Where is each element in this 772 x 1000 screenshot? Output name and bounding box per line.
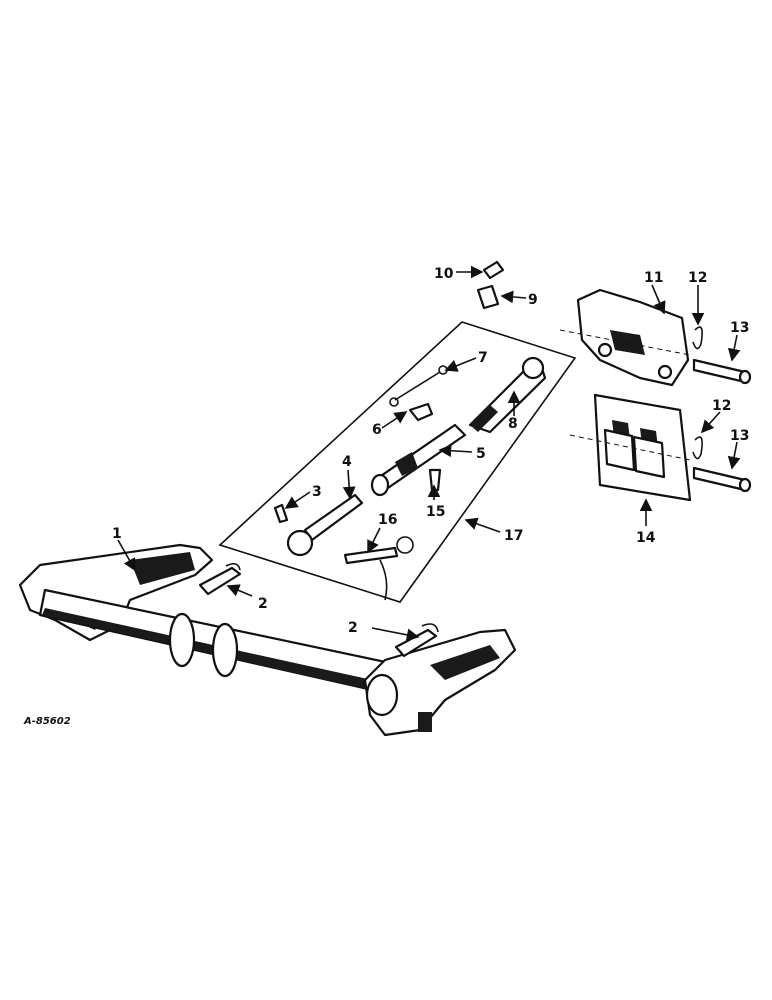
callout-7: 7 bbox=[478, 350, 488, 366]
callout-5: 5 bbox=[476, 446, 486, 462]
mounting-plate bbox=[569, 393, 692, 502]
lift-link bbox=[468, 356, 547, 434]
pin-lower bbox=[692, 466, 752, 493]
callout-4: 4 bbox=[342, 454, 352, 470]
callout-12-upper: 12 bbox=[688, 270, 707, 286]
cotter-pin-upper bbox=[692, 326, 703, 350]
clip bbox=[408, 402, 434, 422]
clamp bbox=[476, 284, 500, 310]
callout-11: 11 bbox=[644, 270, 663, 286]
clevis bbox=[482, 260, 505, 280]
callout-8: 8 bbox=[508, 416, 518, 432]
housing bbox=[370, 423, 467, 497]
callout-2-left: 2 bbox=[258, 596, 268, 612]
cotter-pin-lower bbox=[692, 436, 703, 460]
callout-9: 9 bbox=[528, 292, 538, 308]
drawing-code: A-85602 bbox=[23, 716, 71, 727]
callout-6: 6 bbox=[372, 422, 382, 438]
callout-14: 14 bbox=[636, 530, 656, 546]
callout-17: 17 bbox=[504, 528, 523, 544]
pin-left bbox=[198, 562, 242, 596]
callout-13-lower: 13 bbox=[730, 428, 749, 444]
callout-1: 1 bbox=[112, 526, 122, 542]
pin-upper bbox=[692, 358, 752, 385]
callout-16: 16 bbox=[378, 512, 397, 528]
leveling-screw bbox=[286, 493, 364, 557]
hitch-bracket bbox=[559, 288, 691, 387]
screw bbox=[428, 468, 442, 492]
callout-15: 15 bbox=[426, 504, 445, 520]
callout-12-lower: 12 bbox=[712, 398, 731, 414]
drawbar-frame bbox=[18, 543, 517, 737]
chain bbox=[389, 365, 448, 407]
callout-2-right: 2 bbox=[348, 620, 358, 636]
callout-10: 10 bbox=[434, 266, 454, 282]
pin-with-chain bbox=[343, 536, 414, 601]
pin-small bbox=[273, 503, 289, 524]
leader-lines bbox=[117, 265, 741, 642]
callout-13-upper: 13 bbox=[730, 320, 749, 336]
callout-3: 3 bbox=[312, 484, 322, 500]
kit-outline bbox=[218, 321, 577, 603]
